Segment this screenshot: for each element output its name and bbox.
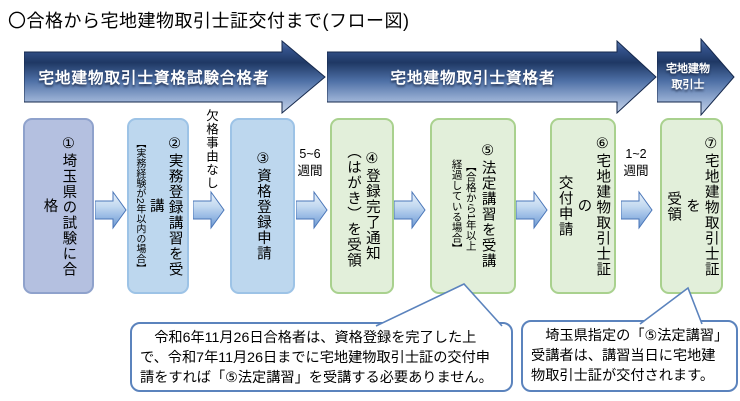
connector-arrow-icon <box>621 190 653 230</box>
step-text: ②実務登録講習を受講 【実務経験が2年以内の場合】 <box>133 135 183 277</box>
step-box-4-completion-notice: ④登録完了通知 （はがき）を受領 <box>330 118 394 294</box>
label-5-6-weeks: 5~6 週間 <box>297 147 323 178</box>
banner-arrow-takken-agent: 宅地建物 取引士 <box>657 38 735 116</box>
step-text: ③資格登録申請 <box>254 151 271 261</box>
banner-arrow-qualified-person: 宅地建物取引士資格者 <box>327 40 657 114</box>
step-text: ⑥宅地建物取引士証の 交付申請 <box>556 135 611 277</box>
label-1-2-weeks: 1~2 週間 <box>623 147 649 178</box>
page-title: 〇合格から宅地建物取引士証交付まで(フロー図) <box>8 11 410 31</box>
step-box-7-receive-certificate: ⑦宅地建物取引士証を 受領 <box>660 118 723 294</box>
callout-text: 埼玉県指定の「⑤法定講習」受講者は、講習当日に宅地建物取引士証が交付されます。 <box>531 328 722 385</box>
step-box-5-legal-course: ⑤法定講習を受講 【合格から1年以上 経過している場合】 <box>430 118 516 294</box>
connector-arrow-icon <box>516 190 548 230</box>
step-box-6-certificate-application: ⑥宅地建物取引士証の 交付申請 <box>550 118 616 294</box>
label-no-disqualification: 欠格事由なし <box>204 109 218 190</box>
step-box-2-practical-training: ②実務登録講習を受講 【実務経験が2年以内の場合】 <box>127 118 189 294</box>
connector-arrow-icon <box>193 190 225 230</box>
banner-label: 宅地建物取引士資格試験合格者 <box>38 70 270 87</box>
step-text: ⑦宅地建物取引士証を 受領 <box>665 135 719 277</box>
callout-text: 令和6年11月26日合格者は、資格登録を完了した上で、令和7年11月26日までに… <box>140 330 493 387</box>
callout-note-saitama-designated-course: 埼玉県指定の「⑤法定講習」受講者は、講習当日に宅地建物取引士証が交付されます。 <box>521 320 738 392</box>
connector-arrow-icon <box>95 190 127 230</box>
step-box-3-registration-application: ③資格登録申請 <box>230 118 295 294</box>
right-arrow-shape <box>24 40 326 114</box>
banner-label: 宅地建物 取引士 <box>666 62 710 92</box>
callout-note-reiwa6-passers: 令和6年11月26日合格者は、資格登録を完了した上で、令和7年11月26日までに… <box>130 322 513 392</box>
right-arrow-shape <box>327 40 657 114</box>
connector-arrow-icon <box>394 190 426 230</box>
banner-arrow-exam-passers: 宅地建物取引士資格試験合格者 <box>24 40 326 114</box>
right-arrow-shape <box>657 38 735 116</box>
step-box-1-pass-exam: ①埼玉県の試験に合格 <box>23 118 94 294</box>
banner-label: 宅地建物取引士資格者 <box>390 70 556 87</box>
step-text: ①埼玉県の試験に合格 <box>41 135 77 277</box>
step-text: ④登録完了通知 （はがき）を受領 <box>345 144 380 268</box>
connector-arrow-icon <box>296 190 328 230</box>
step-text: ⑤法定講習を受講 【合格から1年以上 経過している場合】 <box>450 143 496 269</box>
